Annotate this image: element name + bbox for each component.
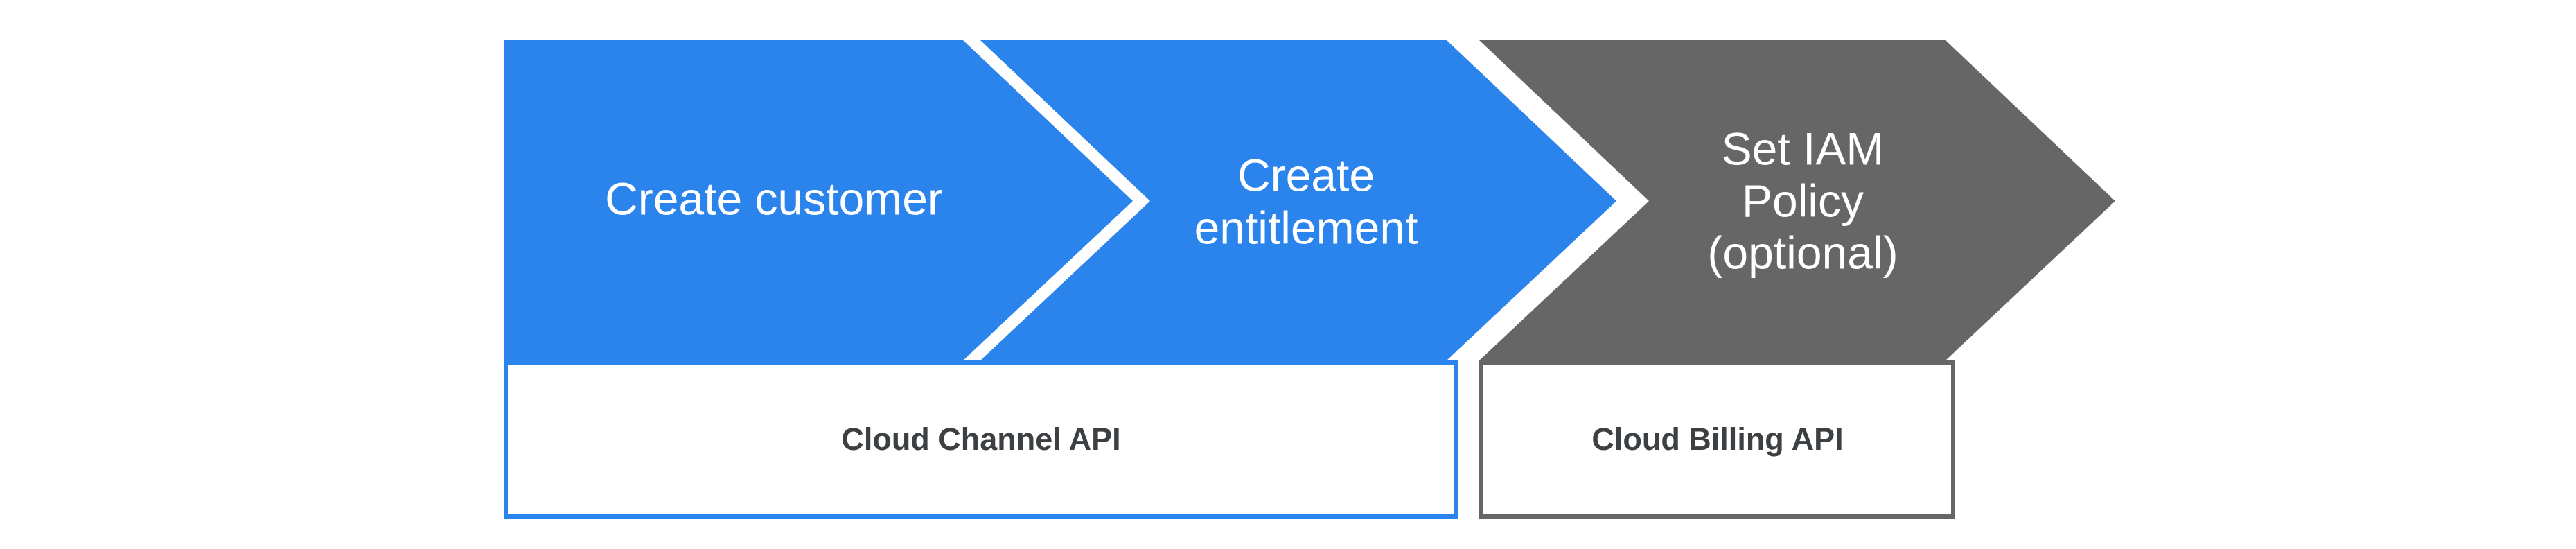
step-label-set-iam-policy-line-1: Set IAM (1722, 123, 1885, 174)
api-group-label-cloud-channel-api: Cloud Channel API (841, 421, 1120, 457)
step-create-entitlement[interactable]: Create entitlement (980, 40, 1616, 360)
api-group-cloud-channel-api[interactable]: Cloud Channel API (504, 360, 1458, 518)
step-label-create-entitlement-line-2: entitlement (1194, 202, 1418, 253)
step-label-create-entitlement-line-1: Create (1237, 149, 1375, 200)
step-set-iam-policy[interactable]: Set IAM Policy (optional) (1479, 40, 2115, 360)
chevron-shape-step-3 (1479, 40, 2115, 360)
chevron-shape-step-1 (504, 40, 1133, 360)
api-group-label-cloud-billing-api: Cloud Billing API (1591, 421, 1843, 457)
step-label-set-iam-policy-line-3: (optional) (1707, 227, 1898, 278)
chevron-shape-step-2 (980, 40, 1616, 360)
step-label-create-customer: Create customer (605, 173, 943, 224)
api-group-box-cloud-billing-api (1479, 360, 1955, 518)
step-create-customer[interactable]: Create customer (504, 40, 1133, 360)
api-group-box-cloud-channel-api (504, 360, 1458, 518)
step-label-set-iam-policy-line-2: Policy (1742, 175, 1864, 226)
api-group-cloud-billing-api[interactable]: Cloud Billing API (1479, 360, 1955, 518)
